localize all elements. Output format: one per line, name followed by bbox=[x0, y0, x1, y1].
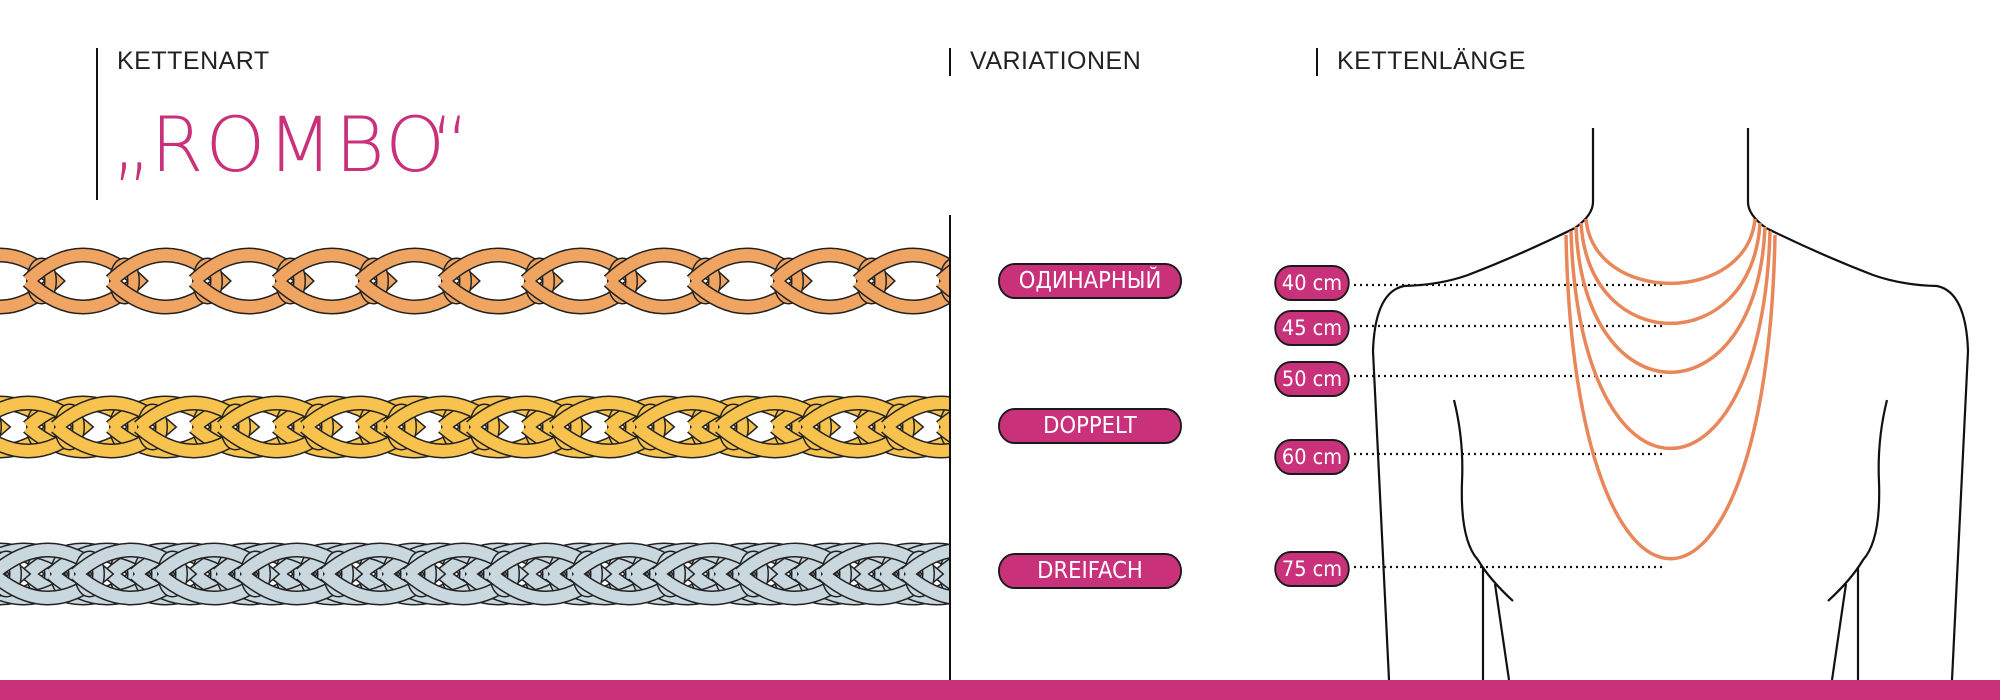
chain-joint-fill bbox=[970, 557, 988, 591]
torso-line bbox=[1827, 399, 1889, 602]
chain-type-label: KETTENART bbox=[117, 47, 270, 75]
length-40cm[interactable]: 40 cm bbox=[1274, 265, 1350, 301]
torso-line bbox=[1493, 583, 1511, 681]
necklace-45cm bbox=[1579, 222, 1762, 325]
chain-joint-fill bbox=[974, 410, 992, 444]
chain-link-fill bbox=[853, 249, 949, 313]
chain-link-fill bbox=[902, 545, 949, 603]
necklace-75cm bbox=[1564, 234, 1777, 561]
torso-line bbox=[1452, 399, 1514, 602]
variations-label: VARIATIONEN bbox=[970, 47, 1142, 75]
chain-3-strand bbox=[0, 542, 988, 606]
length-guides bbox=[1354, 283, 1666, 569]
chain-samples bbox=[0, 247, 992, 606]
variation-double[interactable]: DOPPELT bbox=[998, 408, 1182, 444]
torso-line bbox=[1371, 128, 1595, 681]
header-divider-length bbox=[1316, 48, 1318, 76]
necklace-60cm bbox=[1569, 230, 1772, 451]
header-divider-variations bbox=[949, 48, 951, 76]
chain-joint bbox=[974, 410, 992, 444]
variation-triple[interactable]: DREIFACH bbox=[998, 553, 1182, 589]
footer-bar bbox=[0, 680, 2000, 700]
necklace-40cm bbox=[1584, 218, 1757, 285]
chain-link-fill bbox=[882, 397, 949, 457]
chain-1-strand bbox=[0, 247, 949, 315]
torso-line bbox=[1746, 128, 1970, 681]
torso-outline bbox=[1371, 128, 1970, 681]
length-50cm[interactable]: 50 cm bbox=[1274, 361, 1350, 397]
chain-2-strand bbox=[0, 395, 992, 459]
length-60cm[interactable]: 60 cm bbox=[1274, 439, 1350, 475]
header-divider-chain-type bbox=[96, 48, 98, 200]
chain-name-title: „ROMBO“ bbox=[112, 100, 472, 189]
length-label: KETTENLÄNGE bbox=[1337, 47, 1526, 75]
necklace-50cm bbox=[1574, 226, 1767, 375]
torso-line bbox=[1830, 583, 1848, 681]
variation-single[interactable]: ОДИНАРНЫЙ bbox=[998, 263, 1182, 299]
chain-joint bbox=[970, 557, 988, 591]
length-75cm[interactable]: 75 cm bbox=[1274, 551, 1350, 587]
length-45cm[interactable]: 45 cm bbox=[1274, 310, 1350, 346]
necklaces bbox=[1564, 218, 1777, 561]
